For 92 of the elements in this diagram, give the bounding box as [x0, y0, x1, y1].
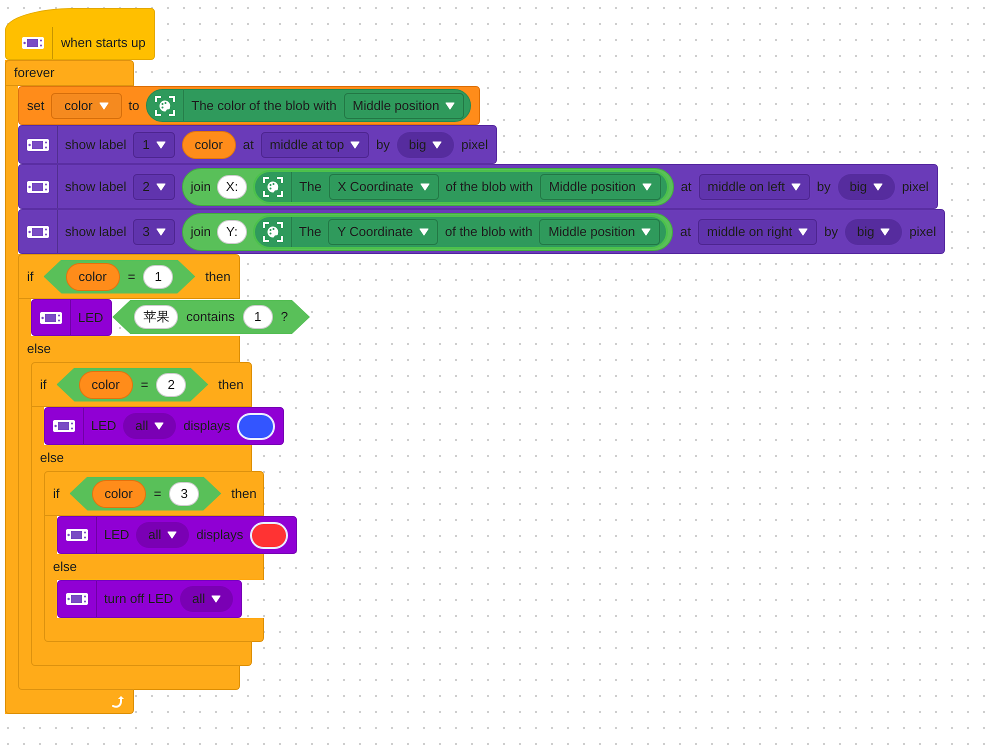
sensor-reporter — [146, 89, 472, 122]
block-label: at — [242, 136, 254, 154]
command-block — [18, 209, 946, 254]
block-label: else — [40, 449, 64, 468]
color-picker — [250, 522, 288, 548]
dropdown: 3 — [133, 218, 175, 244]
block-label: show label — [65, 222, 126, 241]
block-label: = — [140, 376, 148, 394]
dropdown: X Coordinate — [328, 174, 439, 200]
block-label: displays — [183, 417, 230, 436]
sensor-reporter — [252, 214, 668, 248]
dropdown: Middle position — [344, 92, 464, 118]
variable-reporter: color — [78, 370, 133, 398]
block-label: then — [218, 376, 244, 394]
variable-reporter: color — [92, 480, 146, 508]
command-block — [44, 407, 284, 445]
dropdown: middle on left — [698, 174, 810, 200]
block-label: pixel — [909, 222, 936, 241]
command-block — [31, 299, 112, 336]
block-label: else — [53, 558, 77, 576]
block-label: join — [190, 178, 211, 196]
block-label: The — [299, 178, 322, 196]
command-block — [57, 516, 298, 554]
dropdown: Y Coordinate — [328, 218, 438, 244]
block-label: = — [154, 484, 162, 503]
block-label: show label — [65, 178, 126, 196]
text-input: 1 — [143, 264, 174, 288]
event-hat-block — [5, 8, 155, 60]
block-label: if — [27, 268, 34, 286]
if-else-block — [31, 362, 298, 666]
command-block — [18, 125, 497, 164]
block-label: ? — [280, 308, 288, 326]
dropdown: all — [180, 586, 234, 612]
block-label: pixel — [461, 136, 488, 154]
block-label: The — [298, 222, 322, 241]
block-label: when starts up — [61, 34, 146, 52]
block-label: LED — [91, 417, 116, 436]
command-block — [18, 164, 938, 209]
if-else-block — [18, 254, 298, 690]
text-input: 苹果 — [134, 305, 178, 329]
block-label: join — [190, 222, 211, 241]
block-label: forever — [14, 64, 54, 82]
join-reporter — [182, 168, 674, 206]
block-label: at — [680, 222, 691, 241]
block-label: by — [376, 136, 390, 154]
block-label: turn off LED — [104, 590, 174, 608]
block-label: of the blob with — [444, 222, 532, 241]
block-label: LED — [78, 308, 104, 327]
text-input: 3 — [169, 482, 200, 506]
boolean-block — [112, 300, 310, 334]
dropdown: all — [136, 522, 190, 548]
block-label: then — [205, 268, 231, 286]
block-label: = — [128, 268, 136, 286]
block-label: to — [128, 96, 140, 115]
dropdown: middle at top — [260, 132, 370, 158]
block-label: set — [27, 96, 44, 115]
block-label: by — [824, 222, 838, 241]
block-label: displays — [196, 526, 244, 544]
block-label: then — [231, 484, 257, 503]
dropdown: Middle position — [539, 218, 660, 244]
color-picker — [237, 412, 276, 440]
text-input: 2 — [156, 372, 186, 396]
dropdown: big — [396, 132, 454, 158]
dropdown: big — [845, 218, 902, 244]
block-label: pixel — [902, 178, 929, 196]
block-label: by — [816, 178, 831, 196]
block-label: of the blob with — [446, 178, 533, 196]
block-label: contains — [186, 308, 235, 326]
join-reporter — [182, 212, 674, 250]
block-label: if — [53, 484, 60, 503]
block-label: else — [27, 340, 51, 358]
variable-reporter: color — [182, 130, 236, 158]
block-label: show label — [65, 136, 126, 154]
dropdown: Middle position — [540, 174, 661, 200]
command-block — [18, 86, 480, 125]
dropdown: middle on right — [698, 218, 818, 244]
block-label: at — [680, 178, 692, 196]
dropdown: color — [51, 92, 122, 118]
text-input: Y: — [216, 220, 247, 244]
variable-reporter: color — [66, 262, 120, 290]
text-input: 1 — [242, 305, 273, 329]
dropdown: 1 — [133, 132, 175, 158]
dropdown: 2 — [133, 174, 175, 200]
if-else-block — [44, 471, 298, 642]
dropdown: big — [838, 174, 895, 200]
block-label: if — [40, 376, 46, 394]
command-block — [57, 580, 242, 618]
block-label: LED — [104, 526, 130, 544]
text-input: X: — [216, 174, 248, 198]
dropdown: all — [123, 413, 176, 439]
sensor-reporter — [253, 170, 669, 204]
block-label: The color of the blob with — [191, 96, 337, 115]
